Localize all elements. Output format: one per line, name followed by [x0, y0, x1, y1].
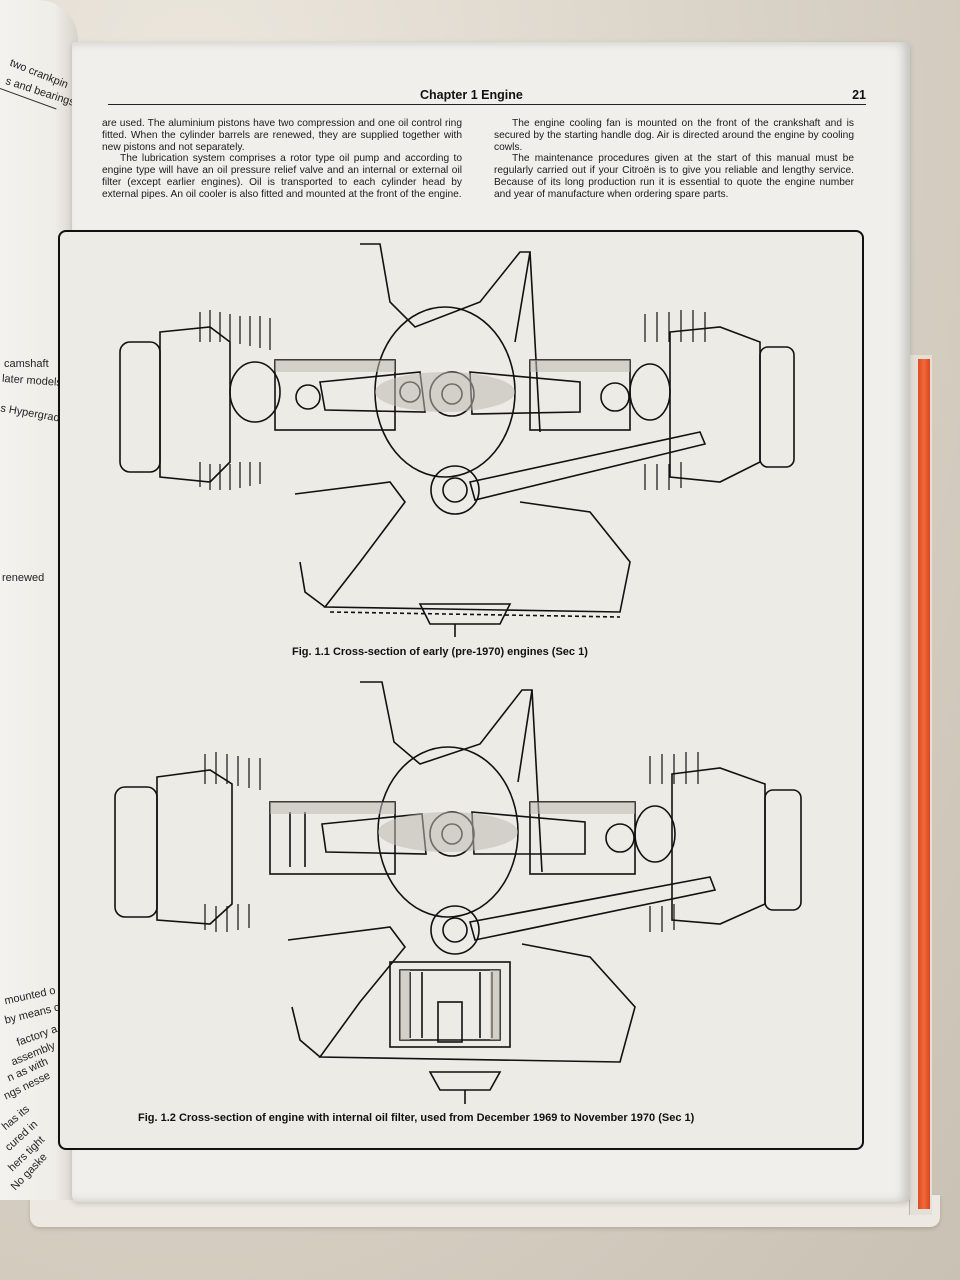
page-header: Chapter 1 Engine 21: [108, 86, 866, 105]
left-text-fragment: renewed: [2, 572, 45, 584]
left-text-fragment: later models): [1, 372, 66, 390]
engine-cross-section-internal-filter-illustration: [114, 681, 802, 1104]
text-column-left: are used. The aluminium pistons have two…: [102, 118, 462, 201]
left-text-fragment: s Hypergrade: [0, 402, 67, 426]
engine-cross-section-early-illustration: [119, 243, 795, 637]
figure-frame: Fig. 1.1 Cross-section of early (pre-197…: [58, 230, 864, 1150]
manual-page: Chapter 1 Engine 21 are used. The alumin…: [58, 42, 910, 1202]
text-column-right: The engine cooling fan is mounted on the…: [494, 118, 854, 201]
figure-caption: Fig. 1.1 Cross-section of early (pre-197…: [292, 646, 588, 658]
orange-cover-strip: [918, 359, 930, 1209]
book-spine-edge: [909, 355, 932, 1215]
paragraph: The maintenance procedures given at the …: [494, 153, 854, 200]
chapter-title: Chapter 1 Engine: [420, 88, 523, 102]
paragraph: are used. The aluminium pistons have two…: [102, 118, 462, 153]
figure-caption: Fig. 1.2 Cross-section of engine with in…: [138, 1112, 695, 1124]
paragraph: The lubrication system comprises a rotor…: [102, 153, 462, 200]
left-text-fragment: camshaft: [4, 358, 49, 370]
figure-1-1: Fig. 1.1 Cross-section of early (pre-197…: [60, 232, 862, 672]
paragraph: The engine cooling fan is mounted on the…: [494, 118, 854, 153]
page-number: 21: [852, 88, 866, 102]
figure-1-2: Fig. 1.2 Cross-section of engine with in…: [60, 672, 862, 1142]
